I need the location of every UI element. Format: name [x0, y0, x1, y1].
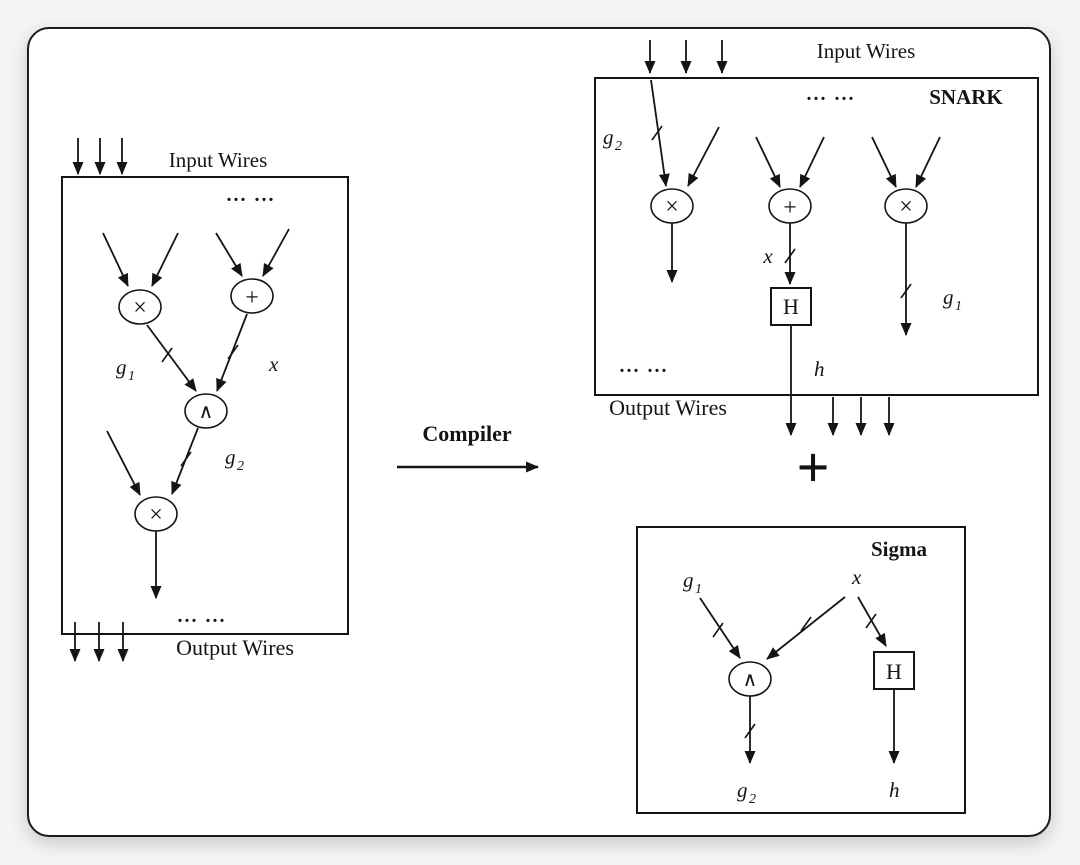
- plus-combinator: +: [796, 435, 829, 500]
- input-wires-label: Input Wires: [169, 148, 268, 172]
- and-gate-symbol: ∧: [199, 401, 214, 423]
- mul-gate-symbol: ×: [665, 194, 679, 220]
- wire: [755, 136, 781, 188]
- figure-card: [27, 27, 1051, 837]
- wire: [650, 79, 670, 187]
- g2-label-sub: 2: [615, 139, 622, 154]
- snark-title: SNARK: [929, 85, 1003, 109]
- h-label: h: [814, 357, 825, 381]
- wire: [106, 430, 141, 496]
- mul-gate-symbol: ×: [149, 502, 163, 528]
- ellipsis-top: ... ...: [807, 83, 856, 105]
- g1-label-sub: 1: [128, 369, 135, 384]
- sigma-circuit: Sigma g 1 x ∧ H g 2 h: [636, 526, 966, 814]
- snark-circuit: Input Wires ... ... SNARK g 2 × + × x H …: [594, 39, 1039, 436]
- ellipsis-bottom: ... ...: [178, 605, 227, 627]
- wire: [687, 126, 720, 187]
- hash-box-label: H: [783, 294, 799, 319]
- wire: [146, 324, 197, 392]
- g1-label: g: [683, 568, 694, 592]
- g2-label: g: [737, 778, 748, 802]
- compiler: Compiler: [397, 421, 539, 473]
- input-wires-label: Input Wires: [817, 39, 916, 63]
- hash-box-label: H: [886, 659, 902, 684]
- wire: [215, 232, 243, 277]
- output-wires-label: Output Wires: [609, 395, 727, 420]
- bus-slash: [161, 347, 173, 363]
- bus-slash: [180, 451, 192, 467]
- bus-slash: [712, 622, 724, 638]
- and-gate-symbol: ∧: [743, 669, 758, 691]
- ellipsis-bottom: ... ...: [620, 355, 669, 377]
- g1-label-sub: 1: [695, 582, 702, 597]
- g2-label: g: [603, 125, 614, 149]
- bus-slash: [784, 248, 796, 264]
- sigma-title: Sigma: [871, 537, 928, 561]
- snark-box: [594, 77, 1039, 396]
- add-gate-symbol: +: [245, 285, 259, 311]
- compiler-label: Compiler: [422, 421, 511, 446]
- g2-label-sub: 2: [237, 459, 244, 474]
- left-circuit-box: [61, 176, 349, 635]
- wire: [262, 228, 290, 277]
- g1-label: g: [116, 355, 127, 379]
- mul-gate-symbol: ×: [899, 194, 913, 220]
- wire: [102, 232, 129, 287]
- g1-label: g: [943, 285, 954, 309]
- wire: [799, 136, 825, 188]
- wire: [766, 596, 846, 660]
- mul-gate-symbol: ×: [133, 295, 147, 321]
- bus-slash: [651, 125, 663, 141]
- left-circuit: Input Wires ... ... × + g 1 x ∧ g 2 × ..…: [61, 138, 349, 662]
- and-gate: [184, 393, 228, 429]
- bus-slash: [227, 344, 239, 360]
- wire: [871, 136, 897, 188]
- bus-slash: [865, 613, 877, 629]
- sigma-box: [636, 526, 966, 814]
- wire: [857, 596, 887, 647]
- output-wires-label: Output Wires: [176, 635, 294, 660]
- x-label: x: [762, 244, 773, 268]
- wire: [915, 136, 941, 188]
- mul-gate: [118, 289, 162, 325]
- add-gate: [230, 278, 274, 314]
- bus-slash: [744, 723, 756, 739]
- h-label: h: [889, 778, 900, 802]
- g2-label: g: [225, 445, 236, 469]
- g2-label-sub: 2: [749, 792, 756, 807]
- g1-label-sub: 1: [955, 299, 962, 314]
- wire: [151, 232, 179, 287]
- ellipsis-top: ... ...: [227, 184, 276, 206]
- x-label: x: [268, 352, 279, 376]
- bus-slash: [800, 616, 812, 632]
- x-label: x: [851, 565, 862, 589]
- bus-slash: [900, 283, 912, 299]
- add-gate-symbol: +: [783, 195, 797, 221]
